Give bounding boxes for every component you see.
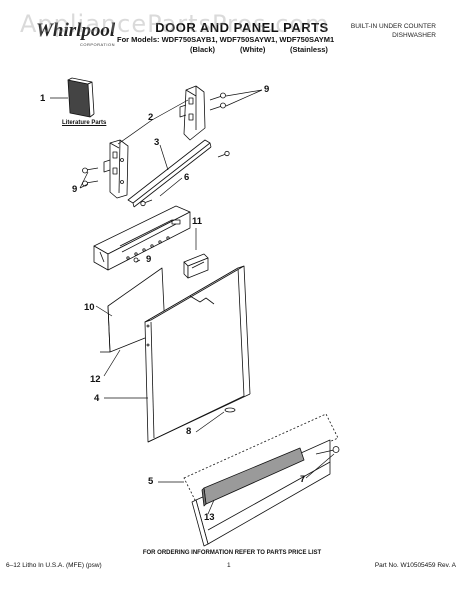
callout-10: 10 xyxy=(84,302,95,313)
foam-pad xyxy=(201,447,305,507)
callout-8: 8 xyxy=(186,426,192,437)
ordering-note: FOR ORDERING INFORMATION REFER TO PARTS … xyxy=(142,550,322,556)
hinge-screws-left xyxy=(82,167,99,187)
callout-12: 12 xyxy=(90,374,101,385)
callout-7: 7 xyxy=(300,474,306,485)
callout-4: 4 xyxy=(94,393,100,404)
watermark: AppliancePartsPros.com xyxy=(20,10,330,38)
variant-white: (White) xyxy=(240,45,266,54)
callout-13: 13 xyxy=(204,512,215,523)
left-hinge-bracket xyxy=(103,139,129,199)
page-title: DOOR AND PANEL PARTS xyxy=(155,20,329,35)
product-type-line-1: BUILT-IN UNDER COUNTER xyxy=(350,23,436,30)
control-panel xyxy=(93,205,191,271)
right-hinge-bracket xyxy=(179,85,206,141)
model-list: For Models: WDF750SAYB1, WDF750SAYW1, WD… xyxy=(117,35,335,44)
variant-stainless: (Stainless) xyxy=(290,45,328,54)
product-type: BUILT-IN UNDER COUNTER DISHWASHER xyxy=(351,22,436,40)
callout-9-right: 9 xyxy=(264,84,270,95)
literature-booklet xyxy=(67,77,95,118)
brand-logo: Whirlpool xyxy=(36,20,116,41)
product-type-line-2: DISHWASHER xyxy=(392,32,436,39)
trim-screw xyxy=(315,446,340,455)
hinge-screws-right xyxy=(209,92,226,111)
variant-black: (Black) xyxy=(190,45,216,54)
callout-2: 2 xyxy=(148,112,154,123)
callout-5: 5 xyxy=(148,476,154,487)
part-number: Part No. W10505459 Rev. A xyxy=(374,562,456,569)
handle-insert xyxy=(183,253,209,279)
literature-label: Literature Parts xyxy=(62,120,107,126)
outer-door-panel xyxy=(144,265,251,443)
callout-3: 3 xyxy=(154,137,160,148)
callout-9-left: 9 xyxy=(72,184,78,195)
callout-6: 6 xyxy=(184,172,190,183)
callout-1: 1 xyxy=(40,93,46,104)
crossbar xyxy=(127,139,212,208)
litho-info: 6–12 Litho In U.S.A. (MFE) (psw) xyxy=(6,562,102,569)
page-number: 1 xyxy=(227,562,231,569)
callout-9-panel: 9 xyxy=(146,254,152,265)
callout-11: 11 xyxy=(192,216,203,227)
lower-trim-panel xyxy=(183,413,339,547)
crossbar-screws xyxy=(140,150,230,207)
brand-subtitle: CORPORATION xyxy=(80,42,115,47)
